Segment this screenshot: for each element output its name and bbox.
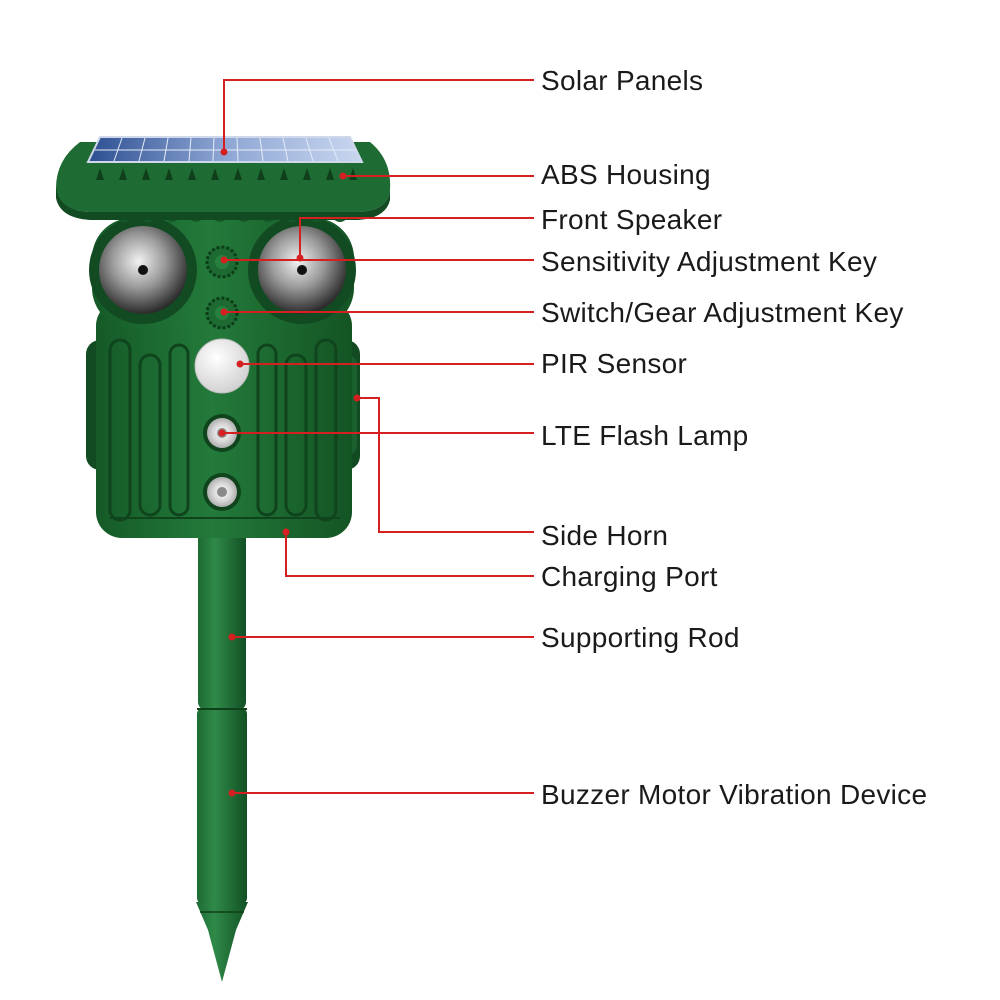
lte-flash-lamp-anchor-dot	[218, 429, 226, 437]
front-speaker-label: Front Speaker	[541, 204, 723, 235]
buzzer-motor-label: Buzzer Motor Vibration Device	[541, 779, 928, 810]
side-horn-anchor-dot	[353, 394, 361, 402]
switch-gear-key-anchor-dot	[220, 308, 228, 316]
solar-panels-leader-line	[223, 79, 534, 152]
side-horn-leader-line	[357, 397, 534, 533]
abs-housing-label: ABS Housing	[541, 159, 711, 190]
supporting-rod-anchor-dot	[228, 633, 236, 641]
buzzer-motor-anchor-dot	[228, 789, 236, 797]
supporting-rod-shape	[196, 530, 248, 982]
switch-gear-key-label: Switch/Gear Adjustment Key	[541, 297, 904, 328]
charging-port-anchor-dot	[282, 528, 290, 536]
abs-housing-anchor-dot	[339, 172, 347, 180]
sensitivity-key-anchor-dot	[220, 256, 228, 264]
side-horn-label: Side Horn	[541, 520, 669, 551]
supporting-rod-label: Supporting Rod	[541, 622, 740, 653]
pir-sensor-label: PIR Sensor	[541, 348, 688, 379]
solar-cap-shape	[56, 136, 391, 222]
sensitivity-key-label: Sensitivity Adjustment Key	[541, 246, 878, 277]
charging-port-label: Charging Port	[541, 561, 718, 592]
front-speaker-leader-line	[299, 217, 534, 258]
lte-flash-lamp-label: LTE Flash Lamp	[541, 420, 749, 451]
solar-panels-anchor-dot	[220, 148, 228, 156]
charging-port-leader-line	[285, 532, 534, 577]
leader-lines	[218, 79, 534, 797]
solar-panels-label: Solar Panels	[541, 65, 704, 96]
speaker-module-shape	[89, 216, 356, 330]
pir-sensor-anchor-dot	[236, 360, 244, 368]
